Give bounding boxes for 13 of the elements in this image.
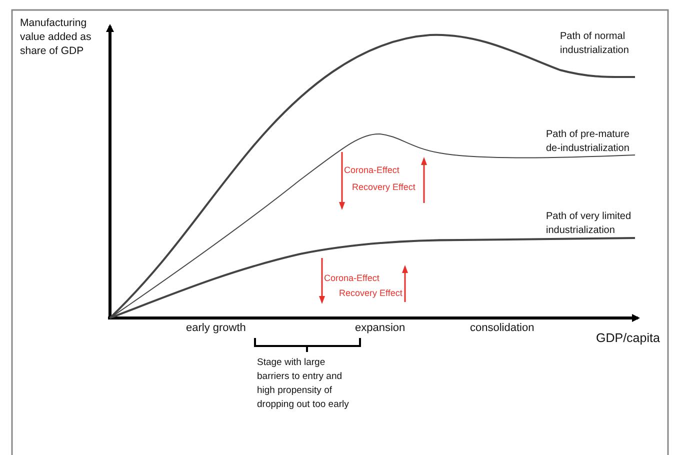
axis-label: GDP/capita [596, 331, 660, 345]
effect-label: Recovery Effect [352, 181, 416, 194]
stage-label: early growth [186, 321, 246, 335]
curve-label: Path of normal industrialization [560, 30, 630, 58]
stage-label: consolidation [470, 321, 534, 335]
effect-label: Recovery Effect [339, 287, 402, 300]
curve-label: Path of pre-mature de-industrialization [546, 128, 630, 156]
curve-label: Path of very limited industrialization [546, 210, 632, 238]
effect-label: Corona-Effect [324, 272, 380, 285]
effect-label: Corona-Effect [344, 164, 400, 177]
bracket-note: Stage with large barriers to entry and high propensity of dropping out too early [257, 356, 350, 412]
axis-label: Manufacturing value added as share of GDP [20, 16, 92, 58]
stage-label: expansion [355, 321, 406, 335]
